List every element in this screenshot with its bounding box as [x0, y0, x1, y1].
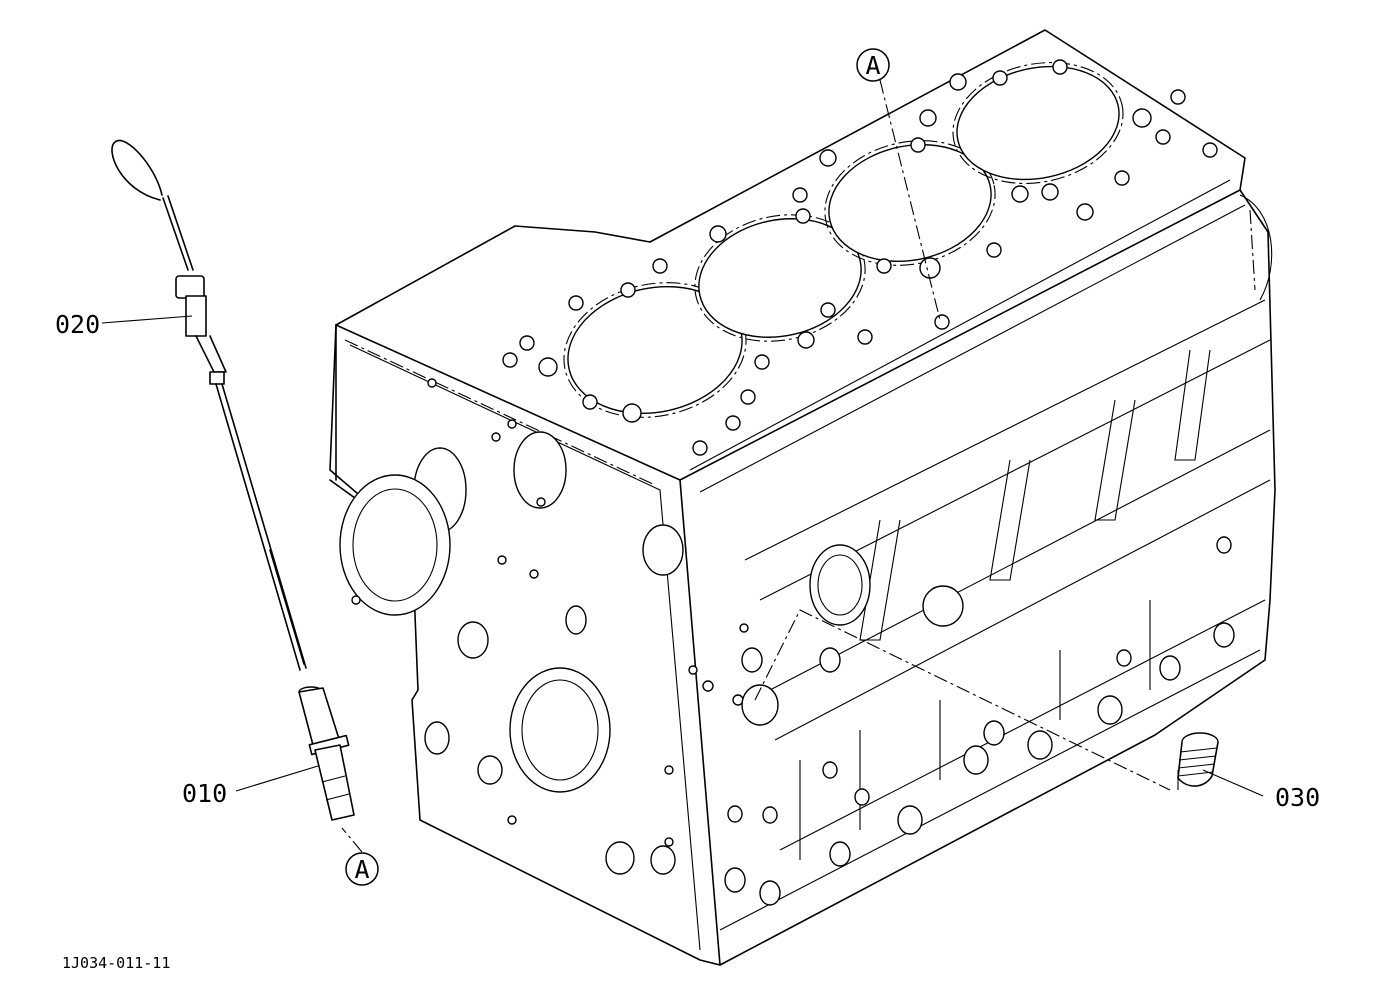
- cylinder-bores: [563, 62, 1124, 418]
- callout-030: 030: [1275, 783, 1320, 812]
- engine-block: [329, 29, 1276, 966]
- marker-letter: A: [865, 51, 880, 80]
- leader-lines: [101, 79, 1264, 853]
- front-face-holes: [339, 378, 749, 875]
- reference-marker-bottom: A: [345, 852, 379, 886]
- callout-020: 020: [55, 310, 100, 339]
- callout-010: 010: [182, 779, 227, 808]
- callout-label: 010: [182, 779, 227, 808]
- drain-plug: [1177, 732, 1219, 787]
- marker-letter: A: [354, 855, 369, 884]
- side-bosses: [724, 536, 1235, 906]
- deck-holes: [502, 59, 1218, 456]
- oil-dipstick: [111, 139, 307, 671]
- drawing-code: 1J034-011-11: [62, 954, 170, 972]
- callout-label: 020: [55, 310, 100, 339]
- dipstick-guide-pipe: [298, 686, 355, 821]
- callout-label: 030: [1275, 783, 1320, 812]
- reference-marker-top: A: [856, 48, 890, 82]
